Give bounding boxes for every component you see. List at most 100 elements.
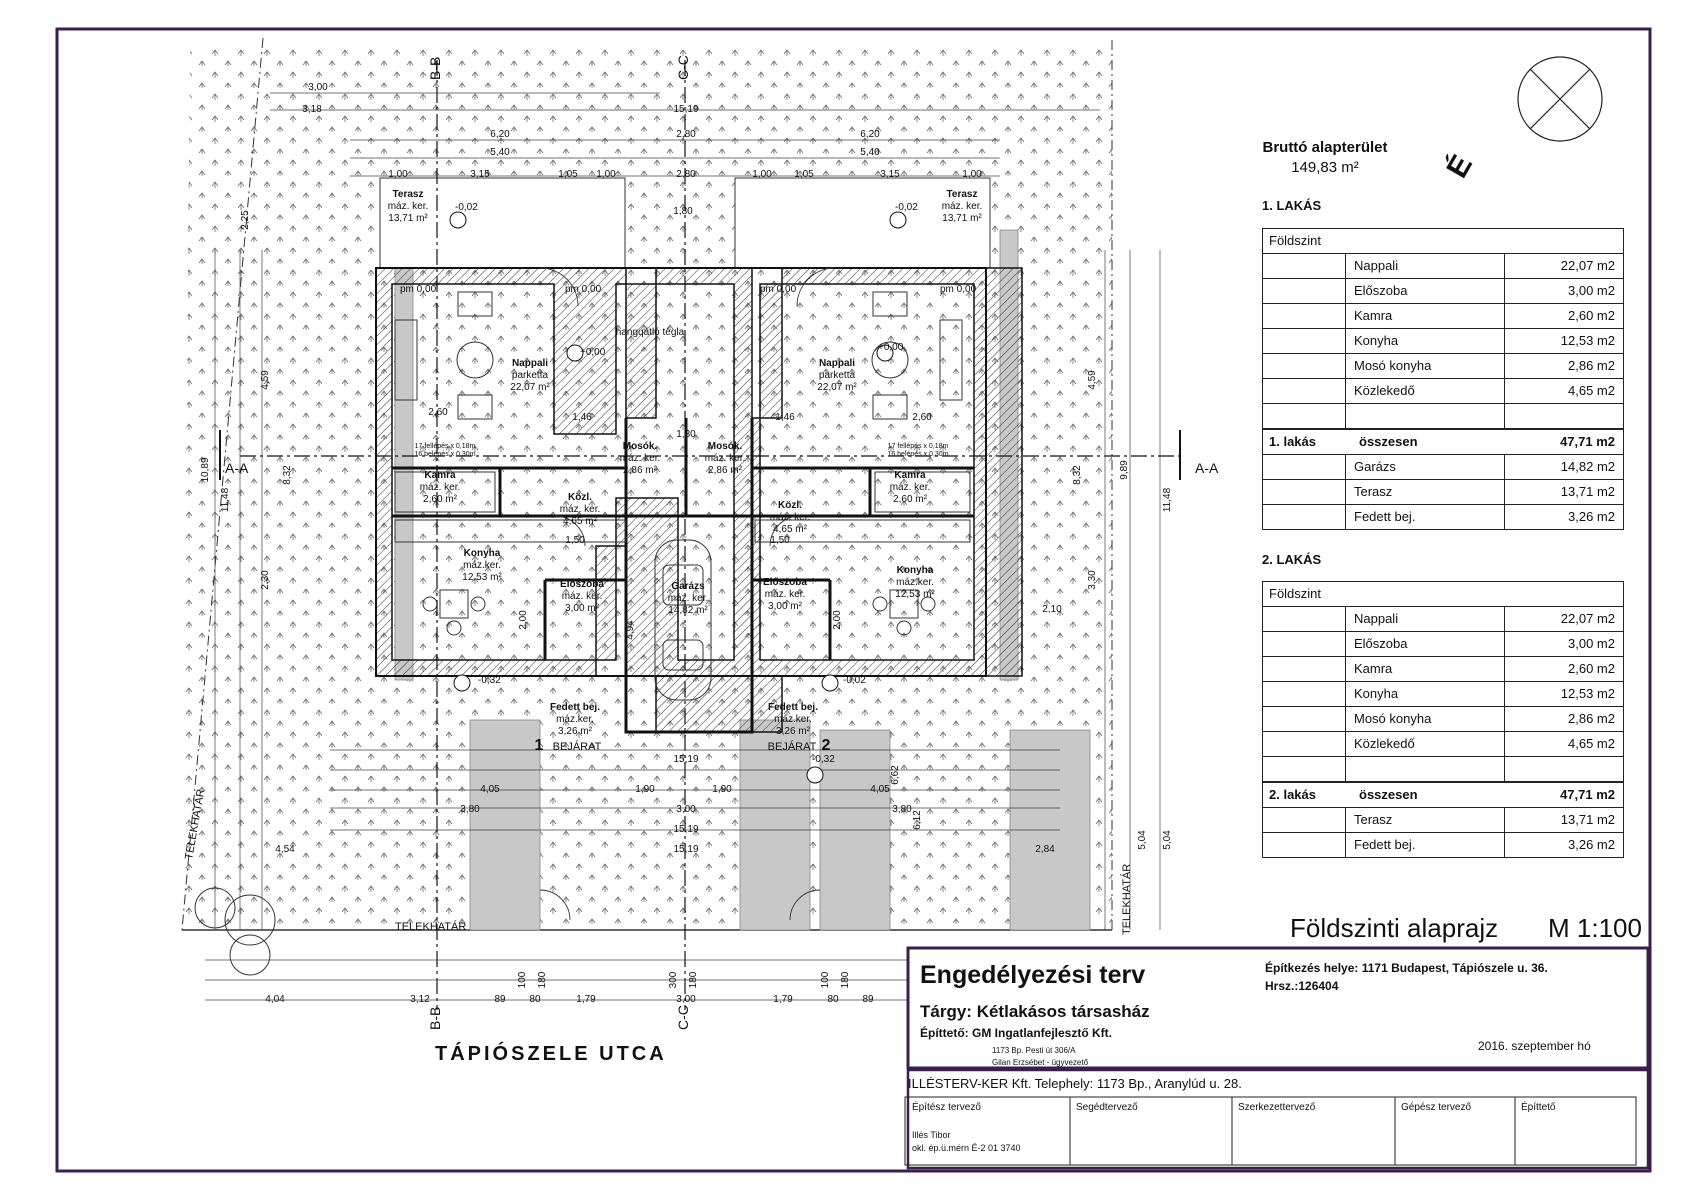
room-nappali-2-area: 22,07 m² [817,382,857,393]
dims-side: 10,89 11,48 11,48 9,89 5,04 5,04 4,59 4,… [200,210,1173,850]
room-name: Terasz [1345,808,1504,832]
plan-title: Földszinti alaprajz [1290,913,1498,943]
entrance-2-number: 2 [822,737,831,754]
building-walls [375,267,1023,733]
table-row: Fedett bej.3,26 m2 [1263,833,1623,857]
interior-walls [392,418,974,660]
architect-license: okl. ép.ü.mérn É-2 01 3740 [912,1143,1021,1153]
room-area: 22,07 m2 [1504,607,1623,631]
room-area: 3,00 m2 [1504,279,1623,303]
level-label: -0,32 [478,675,501,686]
dim-label: 3,15 [470,169,490,180]
dim-label: 2,30 [260,570,271,590]
room-area: 2,60 m2 [1504,304,1623,328]
dim-label: 8,32 [282,465,293,485]
dim-label: 9,89 [1119,460,1130,480]
stair-note-1a: 17 fellépés x 0,18m [415,443,476,450]
dim-label: 1,50 [770,535,790,546]
room-mosok-1-area: 2,86 m² [623,465,658,476]
dim-label: 1,80 [676,429,696,440]
room-konyha-2-area: 12,53 m² [895,589,935,600]
room-area: 3,00 m2 [1504,632,1623,656]
room-nappali-2-sub: parketta [819,370,856,381]
total-value: 47,71 m2 [1560,434,1615,449]
boundary-label-right: TELEKHATÁR [1120,864,1133,935]
room-fedett-2-sub: máz.ker. [774,714,812,725]
plot-boundary [181,37,264,931]
dim-label: 1,05 [558,169,578,180]
room-mosok-1-sub: máz. ker. [620,453,661,464]
table-row [1263,757,1623,782]
plan-scale: M 1:100 [1548,913,1642,943]
dim-label: 2,00 [518,610,529,630]
dim-label: 89 [494,994,506,1005]
roles-grid [904,1096,1637,1166]
dim-label: 15,19 [673,844,698,855]
room-eloszoba-2-area: 3,00 m² [768,601,803,612]
dim-label: 6,20 [490,129,510,140]
room-area: 12,53 m2 [1504,329,1623,353]
sheet-frame [55,27,1652,1173]
room-terasz-1-name: Terasz [393,189,424,200]
building-outline [375,267,987,677]
title-client: Építtető: GM Ingatlanfejlesztő Kft. [920,1025,1112,1040]
room-area: 4,65 m2 [1504,379,1623,403]
room-garazs-sub: máz. ker. [668,593,709,604]
room-nappali-2-name: Nappali [819,358,855,369]
room-name: Közlekedő [1345,732,1504,756]
room-name: Garázs [1345,455,1504,479]
dim-label: 3,18 [302,104,322,115]
level-label: +0,00 [878,342,904,353]
room-kamra-2-area: 2,60 m² [893,494,928,505]
apt-1-header: 1. LAKÁS [1262,198,1322,213]
section-label-c-bottom: C-C [675,1005,691,1030]
dim-label: 180 [688,971,699,988]
dim-label: 1,05 [794,169,814,180]
dim-label: 6,12 [912,810,923,830]
stair-note-1b: 16 belépés x 0,30m [414,451,475,458]
room-nappali-1-area: 22,07 m² [510,382,550,393]
dim-label: 8,32 [1072,465,1083,485]
dim-label: 5,40 [860,147,880,158]
dim-label: 300 [668,971,679,988]
dim-label: 1,00 [596,169,616,180]
dim-label: 5,04 [1162,830,1173,850]
room-name: Fedett bej. [1345,505,1504,529]
room-name: Közlekedő [1345,379,1504,403]
room-labels: Terasz máz. ker. 13,71 m² Terasz máz. ke… [388,189,983,737]
room-mosok-2-area: 2,86 m² [708,465,743,476]
room-name: Terasz [1345,480,1504,504]
room-kamra-1-sub: máz. ker. [420,482,461,493]
room-konyha-2-name: Konyha [897,565,934,576]
dim-label: 15,19 [673,754,698,765]
room-fedett-1-area: 3,26 m² [558,726,593,737]
section-label-c-top: C-C [675,55,691,80]
dim-label: 6,20 [860,129,880,140]
wall-note: hangqátló tégla [616,327,685,338]
room-eloszoba-2-name: Előszoba [763,577,807,588]
dim-label: 4,05 [870,784,890,795]
room-mosok-2-name: Mosók. [708,441,743,452]
entrance-1-number: 1 [535,737,544,754]
room-area: 22,07 m2 [1504,254,1623,278]
office-block-frame [906,1068,1650,1170]
door-swings [539,267,836,921]
level-label: -0,02 [895,202,918,213]
room-fedett-2-name: Fedett bej. [768,702,818,713]
room-konyha-1-sub: máz.ker. [463,560,501,571]
room-kamra-2-sub: máz. ker. [890,482,931,493]
dim-label: 1,90 [712,784,732,795]
dim-label: 1,79 [773,994,793,1005]
total-label: 2. lakás [1269,787,1316,802]
role-client: Építtető [1521,1100,1556,1113]
room-kozl-1-sub: máz. ker. [560,504,601,515]
dim-label: 4,94 [625,620,636,640]
room-name: Konyha [1345,329,1504,353]
room-terasz-1-sub: máz. ker. [388,201,429,212]
dim-label: 4,59 [1087,370,1098,390]
